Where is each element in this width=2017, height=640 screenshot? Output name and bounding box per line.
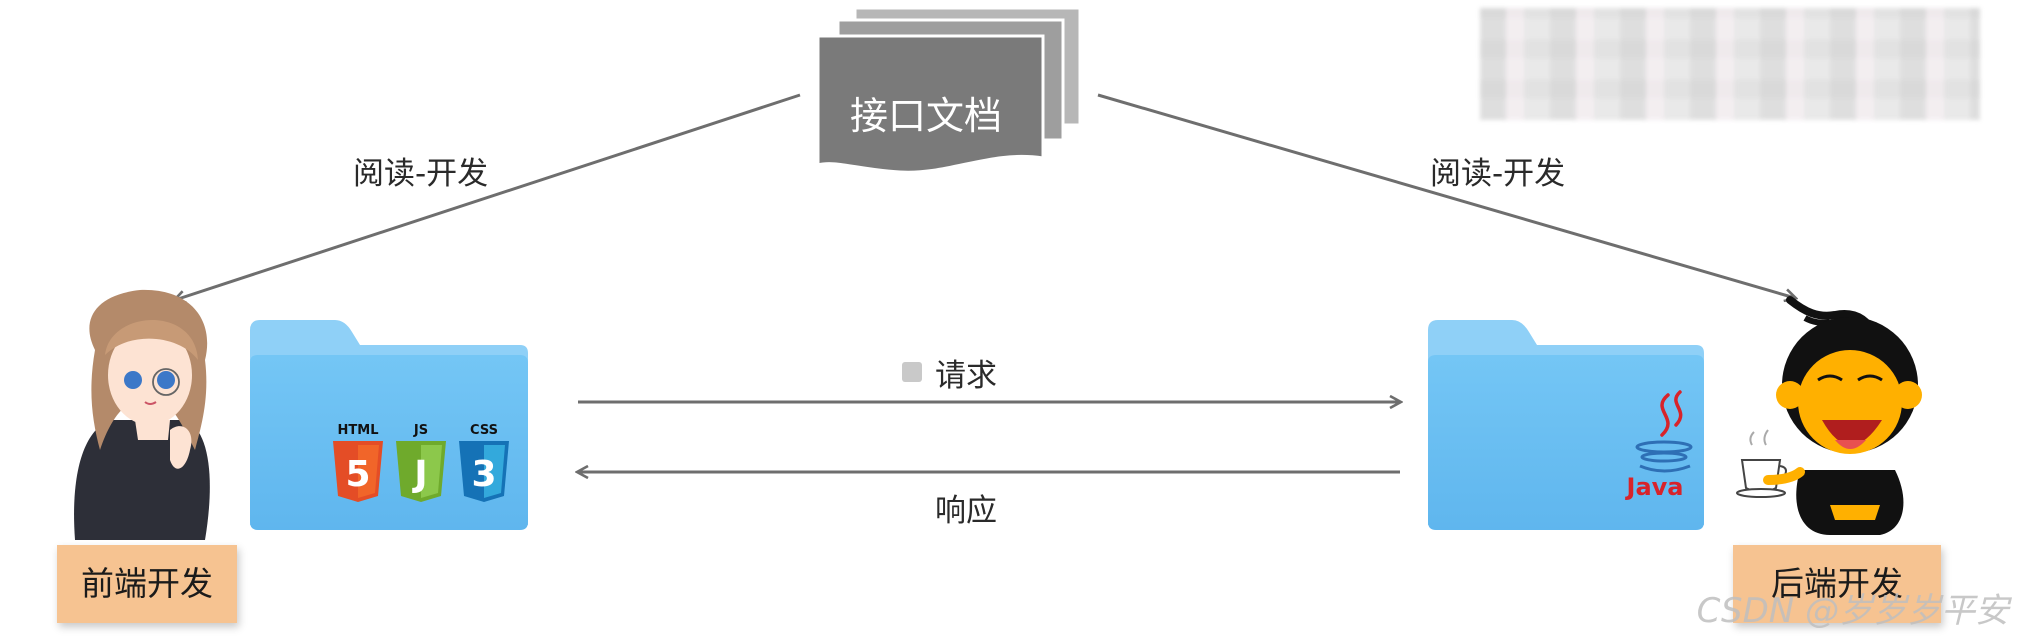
html-caption: HTML — [338, 423, 379, 438]
request-label: 请求 — [935, 358, 997, 394]
blurred-overlay — [1480, 8, 1980, 120]
backend-folder-icon — [1428, 320, 1704, 530]
js-caption: JS — [413, 423, 428, 438]
html5-icon: HTML 5 — [333, 423, 383, 502]
html5-digit: 5 — [345, 454, 370, 495]
backend-role-tag: 后端开发 — [1733, 545, 1941, 623]
document-stack-icon — [816, 6, 1082, 174]
frontend-folder-icon — [250, 320, 528, 530]
js-digit: J — [411, 454, 427, 495]
api-document-title: 接口文档 — [850, 94, 1003, 138]
css3-digit: 3 — [471, 454, 496, 495]
response-label: 响应 — [935, 493, 997, 529]
request-marker-icon — [902, 362, 922, 382]
left-read-develop-label: 阅读-开发 — [353, 156, 489, 192]
right-read-arrow — [1097, 93, 1795, 298]
css-caption: CSS — [470, 423, 498, 438]
watermark: CSDN @岁岁岁平安 — [1696, 591, 2009, 631]
frontend-developer-avatar — [74, 289, 210, 540]
js-icon: JS J — [396, 423, 446, 502]
right-read-develop-label: 阅读-开发 — [1430, 156, 1566, 192]
java-caption: Java — [1625, 473, 1684, 501]
left-read-arrow — [175, 93, 801, 300]
css3-icon: CSS 3 — [459, 423, 509, 502]
coffee-cup-icon — [1736, 429, 1805, 498]
frontend-role-tag: 前端开发 — [57, 545, 237, 623]
backend-developer-avatar — [1736, 296, 1922, 535]
java-icon: Java — [1625, 390, 1693, 501]
